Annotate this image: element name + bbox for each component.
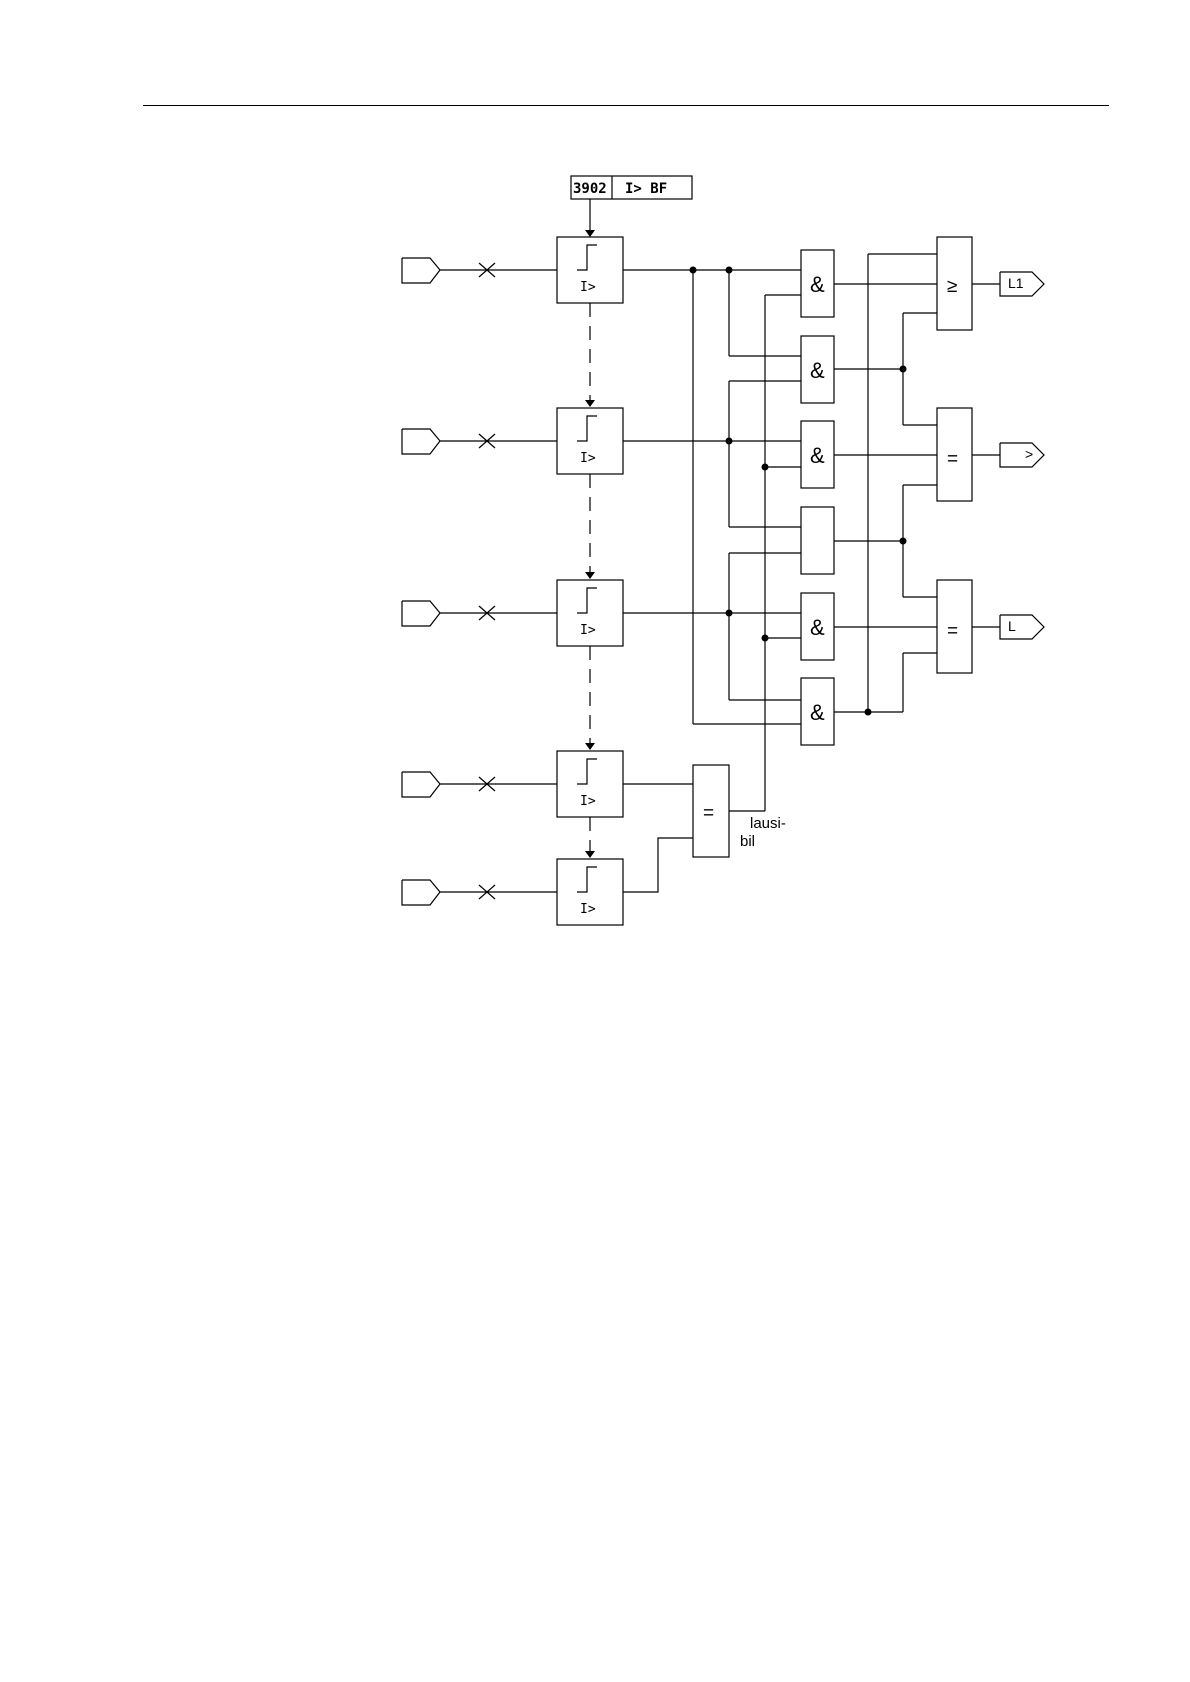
detector-label-2: I>	[580, 451, 596, 466]
input-4	[402, 772, 557, 797]
and-gate-3-symbol: &	[810, 443, 825, 468]
setting-address: 3902	[573, 181, 607, 197]
or-gate-symbol: ≥	[947, 276, 957, 297]
and-gate-6-symbol: &	[810, 700, 825, 725]
bus-phase-1	[623, 270, 801, 724]
gate-wiring	[834, 254, 937, 712]
plausibility-gate-symbol: =	[703, 803, 714, 824]
plausibility-label-line-1: lausi-	[750, 815, 786, 832]
detector-label-3: I>	[580, 623, 596, 638]
setting-name: I> BF	[625, 181, 667, 197]
detector-label-5: I>	[580, 902, 596, 917]
and-gate-5-symbol: &	[810, 615, 825, 640]
eq-gate-1-symbol: =	[947, 449, 958, 470]
detector-label-1: I>	[580, 280, 596, 295]
output-label-2: >	[1025, 446, 1033, 462]
and-gate-1-symbol: &	[810, 272, 825, 297]
input-1	[402, 258, 557, 283]
and-gate-2-symbol: &	[810, 358, 825, 383]
input-2	[402, 429, 557, 454]
eq-gate-2-symbol: =	[947, 621, 958, 642]
junction-dots	[690, 267, 907, 716]
bus-phase-3	[623, 553, 801, 700]
input-5	[402, 880, 557, 905]
and-gates	[801, 250, 834, 745]
input-3	[402, 601, 557, 626]
output-label-3: L	[1008, 618, 1016, 634]
bus-phase-2	[623, 381, 801, 441]
plausibility-label-line-2: bil	[740, 833, 755, 850]
output-label-1: L1	[1008, 275, 1024, 291]
detector-label-4: I>	[580, 794, 596, 809]
output-flags	[972, 272, 1044, 639]
